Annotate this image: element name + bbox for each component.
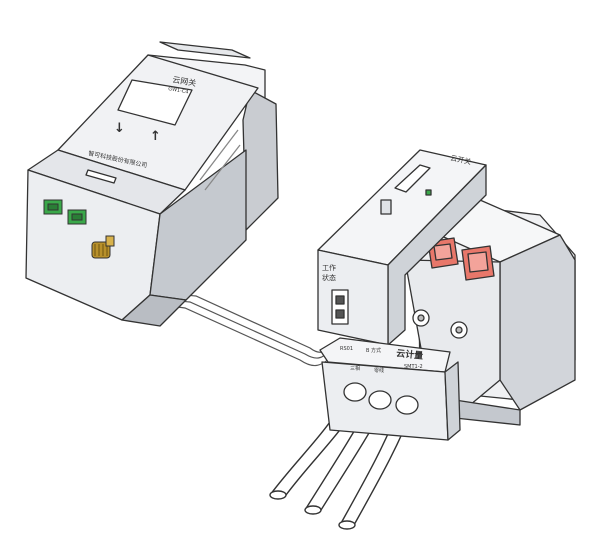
gateway-name: 云网关 [172,74,197,88]
switch-slider [380,199,392,215]
arrow-up-icon: ↑ [150,129,161,144]
status-led [425,189,432,196]
gateway-device [25,41,279,327]
meter-port-label: RS01 [340,346,353,352]
meter-title: 云计量 [396,347,424,362]
gateway-model: GW1-C4 [168,86,189,95]
arrow-down-icon: ↓ [114,121,125,136]
switch-title: 云开关 [450,153,472,166]
meter-model-label: SMT1-2 [404,364,423,370]
switch-work-label: 工作 [322,263,336,272]
meter-terminal-label: B 方式 [366,347,381,354]
gateway-ports [43,199,87,225]
switch-status-label: 状态 [322,273,336,282]
switch-module [317,149,487,346]
antenna-connector [91,235,115,259]
meter-sub-label-1: 三相 [350,365,360,372]
meter-sub-label-2: 零线 [374,367,384,374]
meter-module [319,337,461,441]
